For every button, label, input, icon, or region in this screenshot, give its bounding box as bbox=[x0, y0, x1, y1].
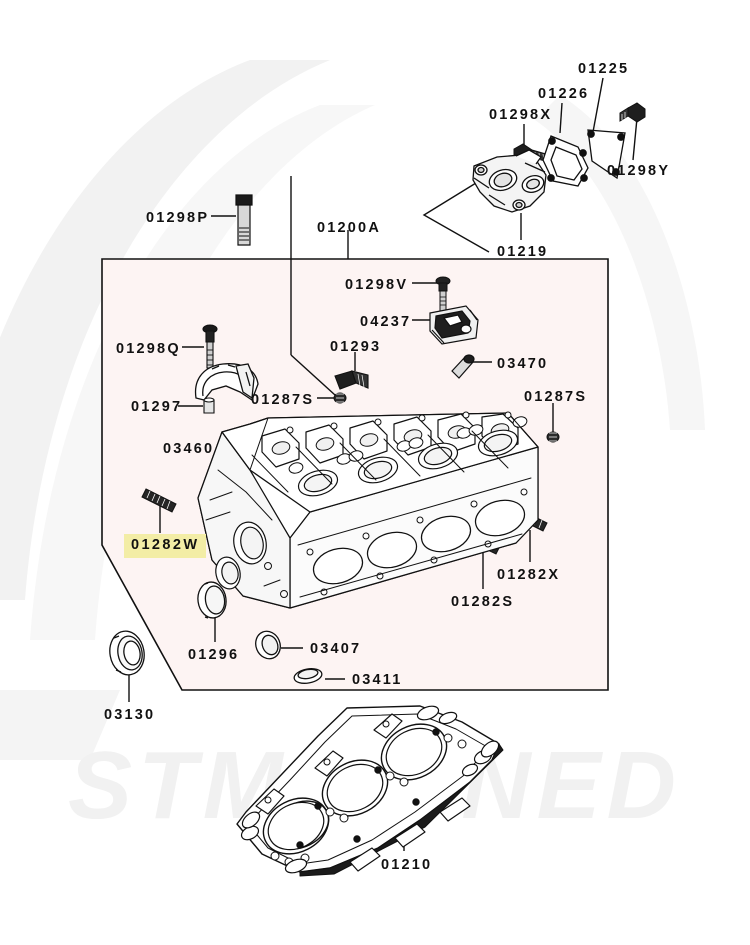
part-01298Y-bolt bbox=[619, 102, 646, 123]
part-label-03460[interactable]: 03460 bbox=[163, 441, 215, 457]
part-bearing-cap bbox=[194, 363, 259, 401]
part-label-01297[interactable]: 01297 bbox=[131, 399, 183, 415]
part-01298P-head-bolt bbox=[235, 194, 253, 246]
part-label-01282X[interactable]: 01282X bbox=[497, 567, 561, 583]
part-label-01200A[interactable]: 01200A bbox=[317, 220, 381, 236]
part-01296-oil-seal bbox=[197, 581, 227, 619]
part-01282W-stud bbox=[141, 488, 177, 513]
leader-lines bbox=[128, 77, 638, 851]
part-01225-cover-plate bbox=[587, 129, 626, 180]
part-label-01287S-left[interactable]: 01287S bbox=[251, 392, 315, 408]
part-01293-fitting bbox=[334, 370, 369, 390]
part-label-01219[interactable]: 01219 bbox=[497, 244, 549, 260]
part-01287S-left-dowel bbox=[333, 392, 347, 404]
watermark-arch bbox=[0, 60, 705, 760]
part-label-04237[interactable]: 04237 bbox=[360, 314, 412, 330]
part-label-01298Q[interactable]: 01298Q bbox=[116, 341, 181, 357]
part-label-01225[interactable]: 01225 bbox=[578, 61, 630, 77]
part-label-01298Y[interactable]: 01298Y bbox=[607, 163, 671, 179]
part-label-01282S[interactable]: 01282S bbox=[451, 594, 515, 610]
part-01298V-bolt bbox=[435, 276, 451, 312]
part-label-01226[interactable]: 01226 bbox=[538, 86, 590, 102]
part-label-01210[interactable]: 01210 bbox=[381, 857, 433, 873]
part-label-01282W[interactable]: 01282W bbox=[124, 534, 207, 558]
part-label-01293[interactable]: 01293 bbox=[330, 339, 382, 355]
part-label-03470[interactable]: 03470 bbox=[497, 356, 549, 372]
part-01219-water-inlet bbox=[472, 149, 547, 213]
part-01226-gasket bbox=[542, 135, 589, 187]
part-03407-o-ring bbox=[255, 630, 281, 660]
part-03470-dowel-pin bbox=[451, 354, 475, 379]
part-label-03407[interactable]: 03407 bbox=[310, 641, 362, 657]
part-label-01287S-right[interactable]: 01287S bbox=[524, 389, 588, 405]
part-label-01298X[interactable]: 01298X bbox=[489, 107, 553, 123]
part-label-01296[interactable]: 01296 bbox=[188, 647, 240, 663]
part-01287S-right-dowel bbox=[546, 431, 560, 443]
part-label-03130[interactable]: 03130 bbox=[104, 707, 156, 723]
part-03411-o-ring bbox=[293, 668, 323, 684]
part-01210-head-gasket bbox=[236, 705, 504, 877]
part-label-01298P[interactable]: 01298P bbox=[146, 210, 210, 226]
part-01297-bushing bbox=[203, 397, 215, 414]
part-04237-sensor-support bbox=[429, 305, 479, 345]
part-01298Q-bolt bbox=[202, 324, 218, 369]
part-03130-camshaft-oil-seal bbox=[109, 630, 145, 676]
part-01200A-cylinder-head bbox=[197, 411, 539, 609]
part-label-03411[interactable]: 03411 bbox=[352, 672, 403, 688]
part-label-01298V[interactable]: 01298V bbox=[345, 277, 409, 293]
